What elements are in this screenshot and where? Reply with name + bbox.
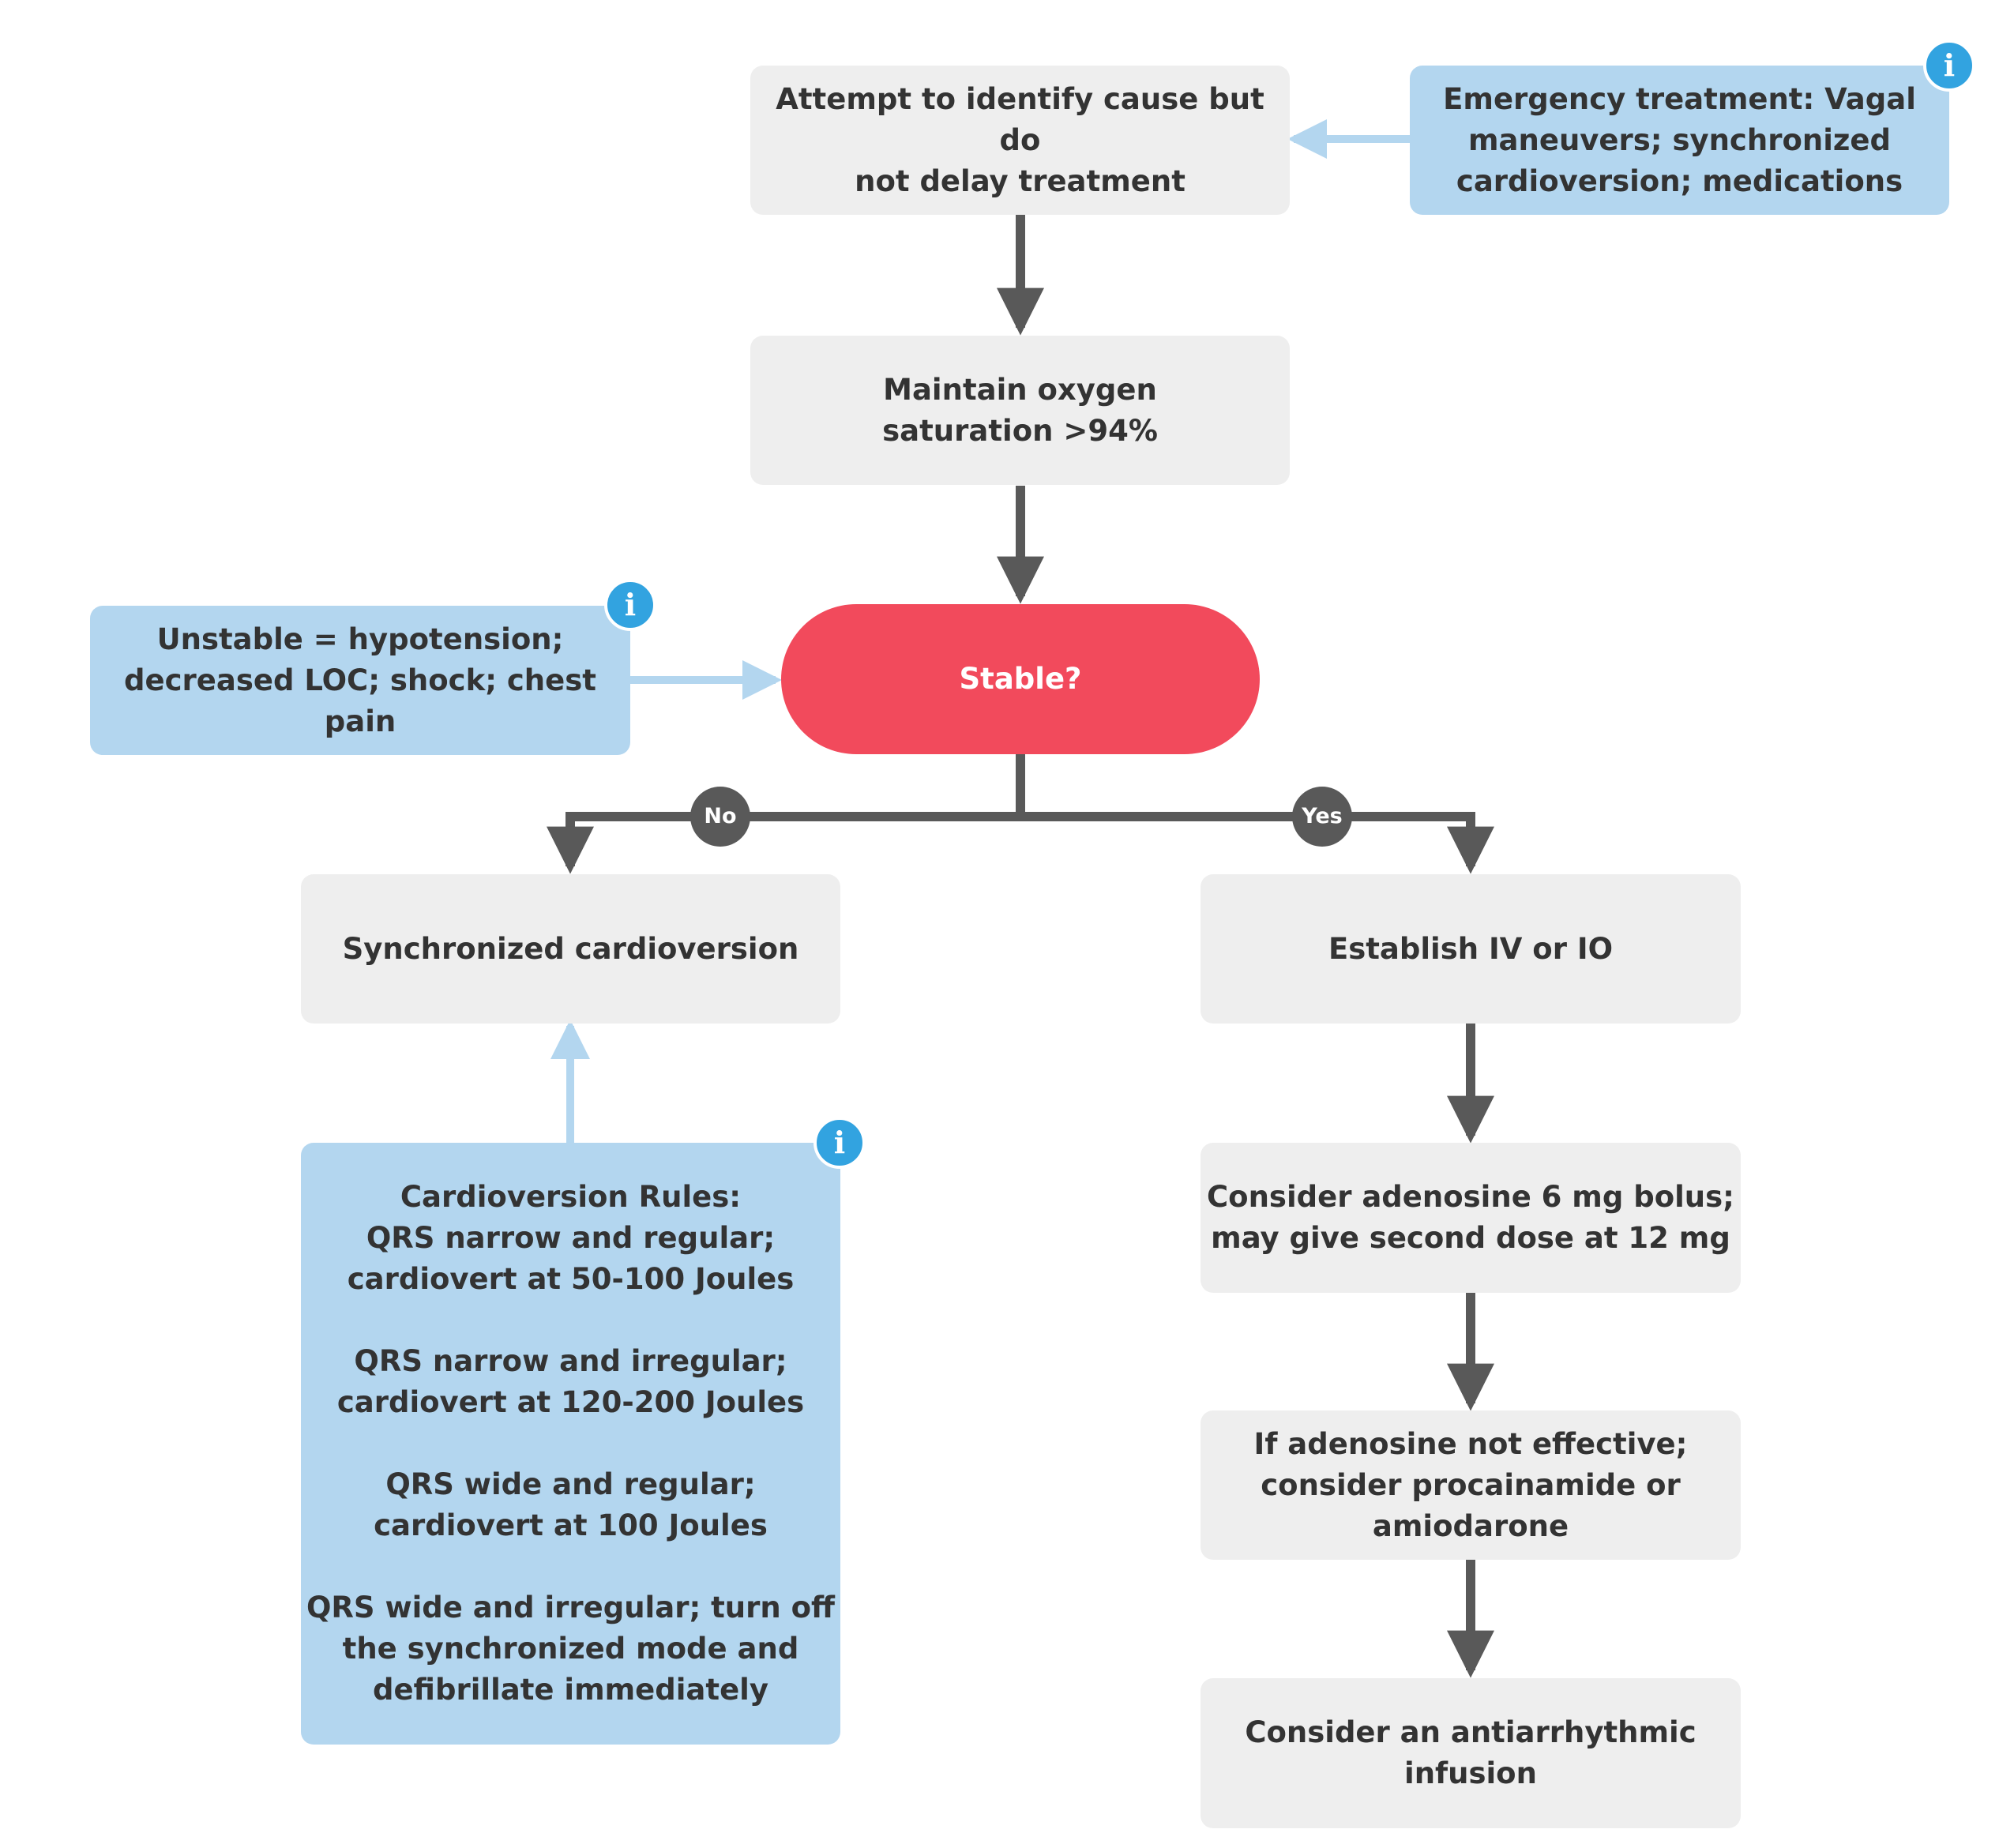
cardioversion-rules-text: Cardioversion Rules: QRS narrow and regu… [306, 1180, 836, 1707]
cardioversion-rules-box: Cardioversion Rules: QRS narrow and regu… [301, 1143, 840, 1745]
consider-adenosine-box: Consider adenosine 6 mg bolus; may give … [1201, 1143, 1741, 1293]
synchronized-cardioversion-text: Synchronized cardioversion [342, 931, 799, 966]
arrow-no-branch [547, 812, 1025, 874]
attempt-identify-cause-text: Attempt to identify cause but do not del… [776, 81, 1264, 198]
no-branch-label: No [690, 787, 750, 847]
info-icon[interactable]: i [604, 579, 656, 631]
antiarrhythmic-infusion-box: Consider an antiarrhythmic infusion [1201, 1678, 1741, 1828]
arrow-yes-branch [1016, 812, 1494, 874]
consider-adenosine-text: Consider adenosine 6 mg bolus; may give … [1207, 1180, 1734, 1255]
info-icon[interactable]: i [813, 1117, 866, 1169]
emergency-treatment-text: Emergency treatment: Vagal maneuvers; sy… [1443, 81, 1916, 198]
antiarrhythmic-infusion-text: Consider an antiarrhythmic infusion [1245, 1715, 1696, 1790]
unstable-criteria-text: Unstable = hypotension; decreased LOC; s… [124, 622, 596, 738]
maintain-oxygen-text: Maintain oxygen saturation >94% [882, 372, 1158, 448]
procainamide-amiodarone-text: If adenosine not effective; consider pro… [1253, 1426, 1688, 1543]
yes-branch-label: Yes [1292, 787, 1352, 847]
establish-iv-io-box: Establish IV or IO [1201, 874, 1741, 1024]
maintain-oxygen-box: Maintain oxygen saturation >94% [750, 336, 1290, 485]
stable-decision: Stable? [781, 604, 1260, 754]
establish-iv-io-text: Establish IV or IO [1328, 931, 1614, 966]
stable-decision-text: Stable? [959, 662, 1082, 696]
attempt-identify-cause-box: Attempt to identify cause but do not del… [750, 66, 1290, 215]
synchronized-cardioversion-box: Synchronized cardioversion [301, 874, 840, 1024]
info-icon[interactable]: i [1923, 39, 1975, 92]
procainamide-amiodarone-box: If adenosine not effective; consider pro… [1201, 1410, 1741, 1560]
emergency-treatment-box: Emergency treatment: Vagal maneuvers; sy… [1410, 66, 1949, 215]
unstable-criteria-box: Unstable = hypotension; decreased LOC; s… [90, 606, 630, 755]
